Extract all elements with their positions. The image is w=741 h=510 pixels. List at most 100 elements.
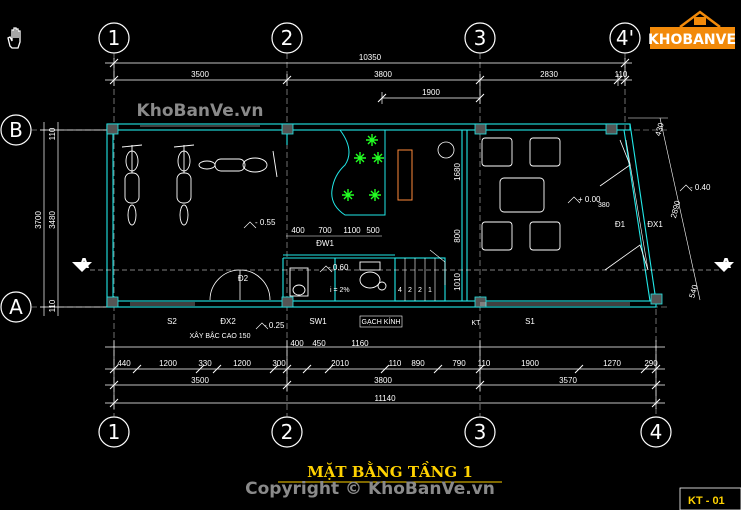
section-arrow-right [714,262,734,272]
dim-bot-12: 790 [452,359,466,368]
garden-planter [331,129,386,216]
dim-bot-total: 11140 [374,394,396,403]
level-markers [243,184,693,330]
axis-bubbles-top [98,22,641,54]
label-d2: Đ2 [238,274,249,283]
label-s1: S1 [525,317,535,326]
dim-bot-13: 110 [478,359,491,368]
dim-top-total: 10350 [359,53,382,62]
logo-house-icon [679,10,721,28]
copyright-watermark: Copyright © KhoBanVe.vn [245,479,495,499]
tv-cabinet [397,149,413,201]
label-dx1: ĐX1 [647,220,663,229]
dim-left-outer: 3700 [34,211,43,229]
axis-label-1-bottom: 1 [108,420,121,444]
sheet-code: KT - 01 [688,495,725,507]
dim-wall-2: 700 [318,226,332,235]
label-sw1: SW1 [309,317,327,326]
dim-bot-5: 300 [272,359,286,368]
dim-bot-9: 1160 [351,339,369,348]
section-arrow-left [72,262,92,272]
dim-bot-15: 1270 [603,359,621,368]
left-dimension-lines [40,122,112,316]
dim-left-small-top: 110 [48,127,57,140]
drawing-title: MẶT BẰNG TẦNG 1 [307,461,473,481]
level-060: - 0.60 [328,263,349,272]
dim-left-inner: 3480 [48,211,57,229]
label-xay-bac: XÂY BẬC CAO 150 [190,331,251,340]
label-kt: KT [472,320,482,327]
dim-wall-3: 1100 [343,226,361,235]
dim-top-inner: 1900 [422,88,440,97]
level-040: - 0.40 [690,183,711,192]
dim-bot-3: 330 [198,359,212,368]
dim-mid-1: 1680 [453,163,462,181]
dim-bot-7: 450 [312,339,326,348]
top-dimension-lines [105,58,632,104]
windows [130,125,630,306]
motorbike-icons [121,144,278,226]
axis-label-4-bottom: 4 [650,420,663,444]
dim-top-seg-4: 110 [615,70,628,79]
staircase [404,249,446,301]
slope-label: i = 2% [330,287,350,294]
dim-bot-14: 1900 [521,359,539,368]
level-025: - 0.25 [264,321,285,330]
sofa-set [481,137,561,251]
dim-380: 380 [598,202,610,209]
watermark-top: KhoBanVe.vn [137,101,264,121]
axis-label-4p-top: 4' [616,26,634,50]
sheet-code-box [679,487,741,510]
dim-right-2: 2890 [669,199,682,219]
dim-wall-1: 400 [291,226,305,235]
dim-top-seg-3: 2830 [540,70,558,79]
tree-icons [342,134,384,201]
plant-pot [437,141,455,159]
level-000: + 0.00 [578,195,601,204]
dim-bot-11: 890 [411,359,425,368]
label-gach-kinh: GẠCH KÍNH [362,317,401,326]
stair-num-1: 4 [398,287,402,294]
label-dw1: ĐW1 [316,239,334,248]
bottom-dimension-ticks [109,364,661,408]
axis-label-2-bottom: 2 [281,420,294,444]
columns [106,123,663,308]
axis-label-A: A [9,295,23,319]
axis-label-1-top: 1 [108,26,121,50]
stair-num-4: 1 [428,287,432,294]
right-dimension-lines [628,117,701,301]
stair-right [625,139,649,271]
level-055: - 0.55 [255,218,276,227]
dim-bot-2: 1200 [159,359,177,368]
dim-bot-1: 440 [117,359,131,368]
dim-right-1: 430 [654,121,666,137]
bottom-dimension-lines [105,340,665,409]
hand-tool-icon[interactable] [7,27,21,49]
stair-num-2: 2 [408,287,412,294]
dim-bot-8: 2010 [331,359,349,368]
logo-badge [650,27,735,49]
dim-bot-4: 1200 [233,359,251,368]
axis-label-B: B [9,118,23,142]
axis-label-3-top: 3 [474,26,487,50]
dim-mid-3: 1010 [453,273,462,291]
gach-kinh-box [359,315,403,328]
axis-label-2-top: 2 [281,26,294,50]
axis-bubbles-left [0,114,32,323]
dim-right-3: 540 [688,283,700,299]
dim-bot-row2-2: 3800 [374,376,392,385]
dim-top-seg-2: 3800 [374,70,392,79]
section-label-left: A [79,257,89,272]
dim-bot-16: 290 [644,359,658,368]
dim-bot-row2-3: 3570 [559,376,577,385]
dim-wall-4: 500 [366,226,380,235]
dim-top-seg-1: 3500 [191,70,209,79]
label-dx2: ĐX2 [220,317,236,326]
dim-left-small-bot: 110 [48,299,57,312]
axis-bubbles-bottom [98,416,672,448]
label-s2: S2 [167,317,177,326]
dim-bot-6: 400 [290,339,304,348]
door-swings [209,139,649,301]
stair-num-3: 2 [418,287,422,294]
